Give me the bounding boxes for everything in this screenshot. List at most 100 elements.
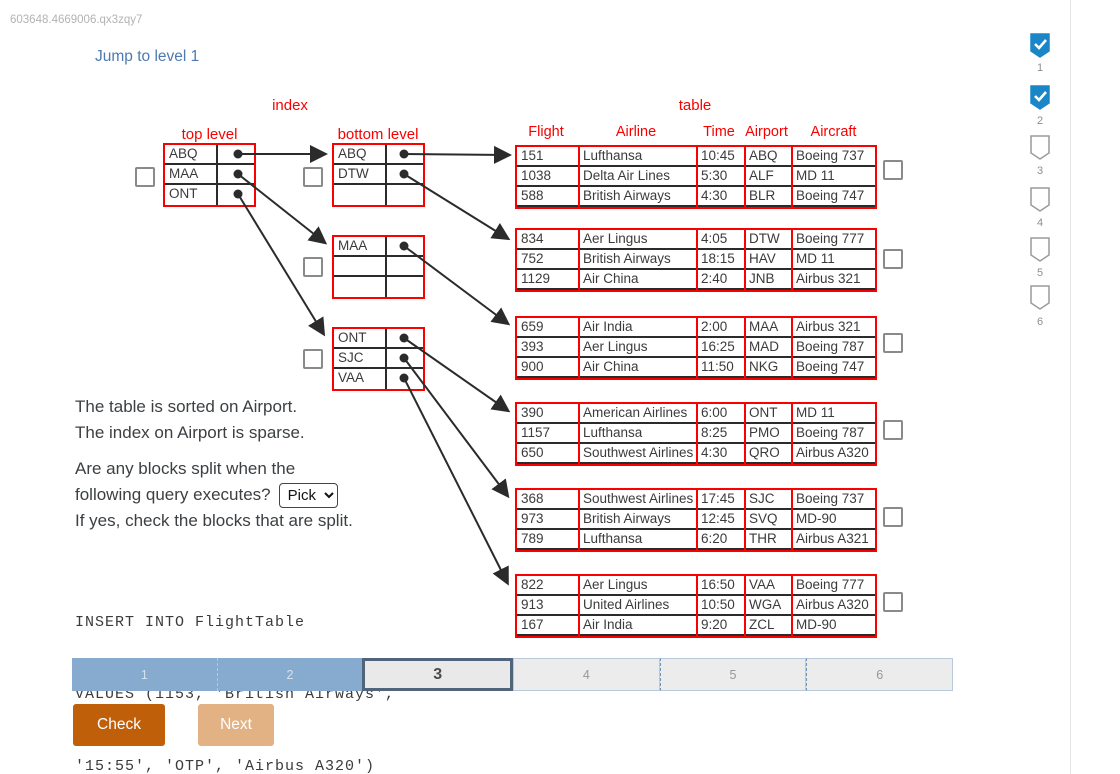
column-separator [744,147,746,207]
next-button[interactable]: Next [198,704,274,746]
table-cell: 822 [521,577,544,592]
column-separator [578,576,580,636]
question-line-1: Are any blocks split when the [75,459,296,478]
check-button[interactable]: Check [73,704,165,746]
table-cell: Boeing 787 [796,339,865,354]
table-cell: British Airways [583,188,671,203]
table-cell: MAD [749,339,779,354]
table-cell: Aer Lingus [583,231,648,246]
index-row: VAA [334,369,423,389]
table-cell: DTW [749,231,780,246]
answer-pick-dropdown[interactable]: Pick [278,483,338,508]
index-row: MAA [334,237,423,257]
table-cell: 368 [521,491,544,506]
question-line-3: If yes, check the blocks that are split. [75,511,353,530]
table-cell: 390 [521,405,544,420]
index-row: ONT [334,329,423,349]
column-separator [744,576,746,636]
table-cell: WGA [749,597,782,612]
checkbox-bottom-block-3[interactable] [303,349,323,369]
rail-step-6-badge[interactable] [1030,285,1050,310]
table-cell: 789 [521,531,544,546]
col-header-flight: Flight [528,124,564,140]
table-cell: Boeing 747 [796,188,865,203]
rail-step-5-number: 5 [1036,267,1044,279]
index-bottom-block-2: MAA [332,235,425,299]
statement-sorted: The table is sorted on Airport. [75,397,298,416]
checkbox-top-level[interactable] [135,167,155,187]
table-cell: MD 11 [796,405,835,420]
index-key-cell [334,257,387,275]
rail-step-2-badge[interactable] [1030,85,1050,110]
table-cell: ONT [749,405,778,420]
col-header-airport: Airport [745,124,788,140]
rail-step-5-badge[interactable] [1030,237,1050,262]
table-cell: ABQ [749,148,778,163]
checkbox-table-block-6[interactable] [883,592,903,612]
column-separator [744,490,746,550]
table-cell: 10:50 [701,597,735,612]
checkbox-bottom-block-2[interactable] [303,257,323,277]
column-separator [696,576,698,636]
column-separator [578,230,580,290]
index-pointer-cell [387,185,423,205]
rail-step-3-badge[interactable] [1030,135,1050,160]
index-row [334,185,423,205]
index-key-cell: ONT [334,329,387,347]
progress-segment-5: 5 [659,658,807,691]
column-separator [578,147,580,207]
checkbox-table-block-4[interactable] [883,420,903,440]
table-cell: Boeing 777 [796,231,865,246]
column-separator [744,404,746,464]
index-key-cell: ABQ [165,145,218,163]
table-cell: Airbus A321 [796,531,869,546]
index-row: SJC [334,349,423,369]
checkbox-table-block-5[interactable] [883,507,903,527]
table-cell: NKG [749,359,779,374]
index-pointer-cell [387,257,423,275]
column-separator [578,404,580,464]
index-pointer-cell [218,145,254,163]
table-cell: Boeing 777 [796,577,865,592]
table-cell: Airbus A320 [796,597,869,612]
index-key-cell: ONT [165,185,218,205]
rail-step-1-badge[interactable] [1030,33,1050,58]
column-separator [791,490,793,550]
sql-line-1: INSERT INTO FlightTable [75,614,306,631]
rail-divider [1070,0,1071,774]
column-separator [578,490,580,550]
table-cell: JNB [749,271,775,286]
column-separator [744,230,746,290]
table-cell: Southwest Airlines [583,491,694,506]
table-column-headers: Flight Airline Time Airport Aircraft [515,124,877,140]
table-cell: 1157 [521,425,551,440]
top-level-label: top level [181,126,238,143]
table-cell: HAV [749,251,776,266]
table-cell: 167 [521,617,544,632]
jump-to-level-link[interactable]: Jump to level 1 [95,48,200,65]
column-separator [791,147,793,207]
table-cell: Southwest Airlines [583,445,694,460]
table-cell: Air India [583,319,633,334]
index-pointer-cell [218,165,254,183]
index-pointer-cell [387,369,423,389]
table-cell: Boeing 747 [796,359,865,374]
table-cell: 2:00 [701,319,728,334]
table-cell: Airbus A320 [796,445,869,460]
checkbox-table-block-3[interactable] [883,333,903,353]
checkbox-table-block-2[interactable] [883,249,903,269]
checkbox-bottom-block-1[interactable] [303,167,323,187]
rail-step-4-badge[interactable] [1030,187,1050,212]
table-cell: MAA [749,319,779,334]
table-cell: American Airlines [583,405,688,420]
checkbox-table-block-1[interactable] [883,160,903,180]
index-row: ONT [165,185,254,205]
